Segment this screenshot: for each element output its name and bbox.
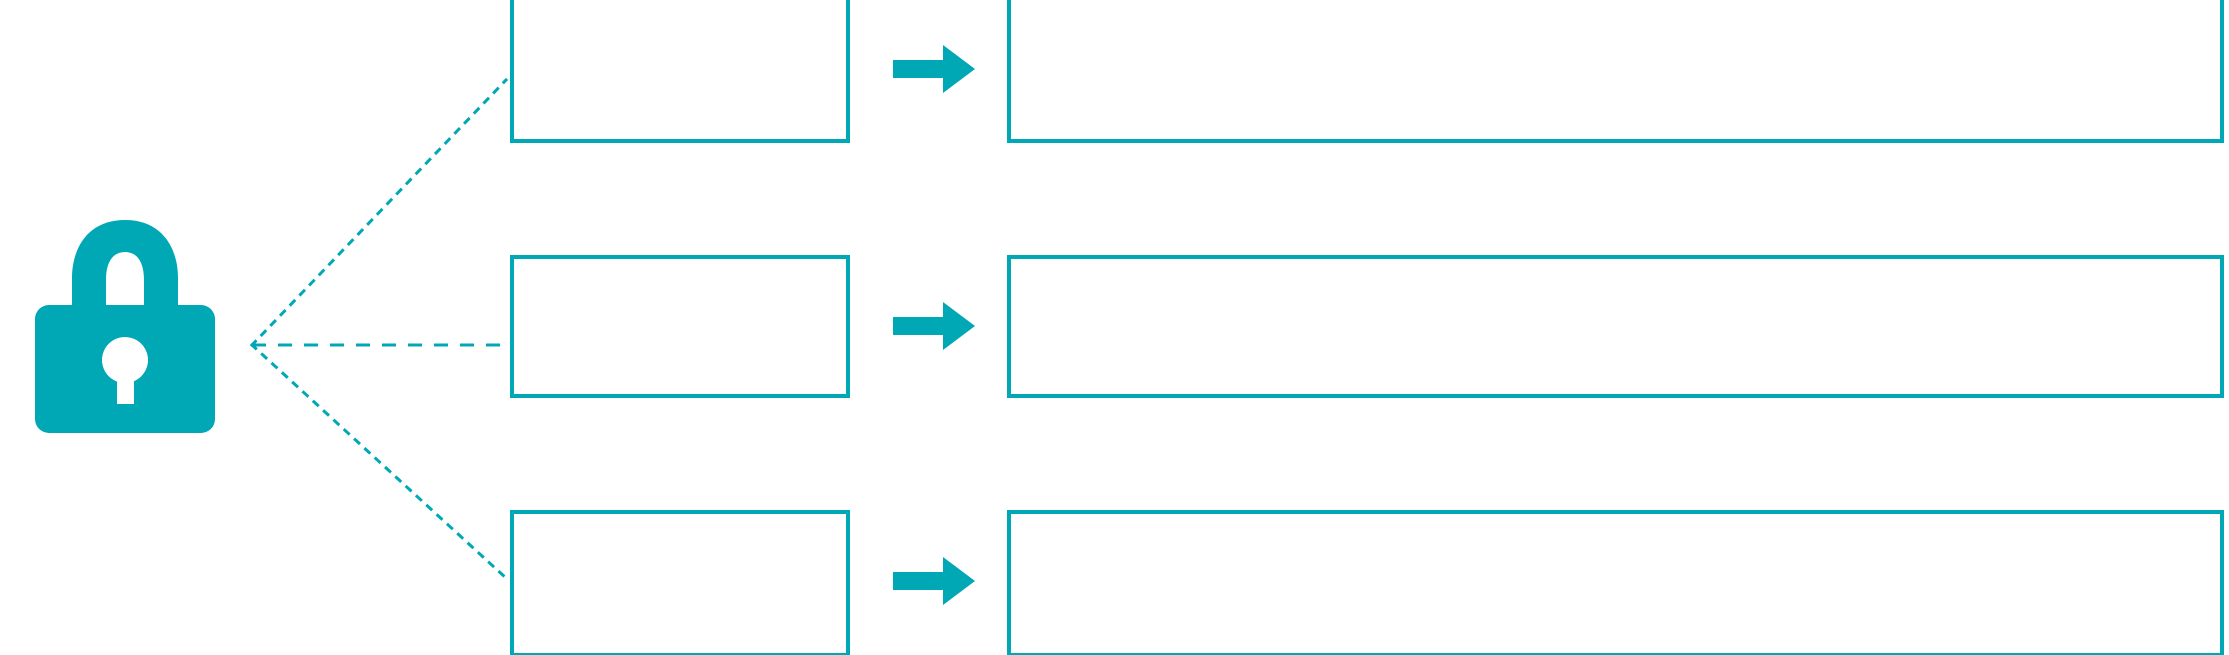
right-box-2[interactable] [1007, 255, 2224, 398]
left-box-1[interactable] [510, 0, 850, 143]
arrow-right-icon [893, 555, 975, 607]
arrow-right-icon [893, 300, 975, 352]
left-box-2[interactable] [510, 255, 850, 398]
right-box-3-label [1011, 514, 2220, 534]
right-box-3[interactable] [1007, 510, 2224, 655]
arrow-right-icon [893, 43, 975, 95]
left-box-3[interactable] [510, 510, 850, 655]
left-box-3-label [514, 514, 846, 534]
right-box-1[interactable] [1007, 0, 2224, 143]
lock-icon [30, 208, 220, 443]
